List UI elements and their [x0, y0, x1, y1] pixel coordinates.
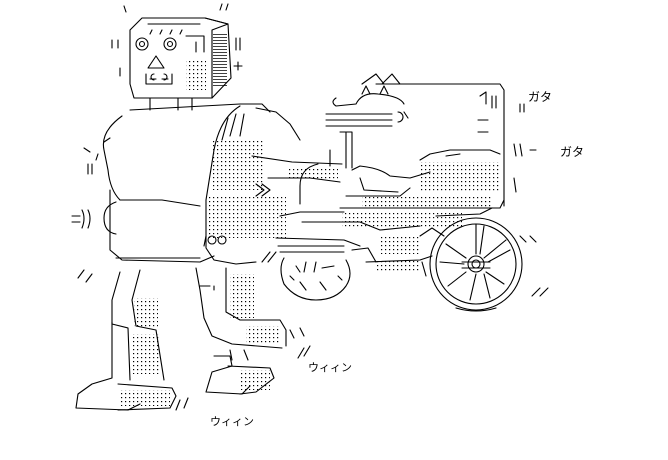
robot-head	[111, 3, 271, 113]
robot-nose	[147, 55, 165, 69]
locomotive	[275, 73, 537, 277]
train-face	[332, 93, 405, 107]
sound-effect-rattle: ガタ	[528, 90, 553, 104]
horse-body	[203, 105, 343, 265]
robot-mouth	[145, 73, 173, 85]
sound-effect-whir: ウィィン	[210, 415, 254, 428]
robot-eyes	[135, 37, 177, 51]
drive-wheel	[429, 217, 549, 312]
locomotive-wheels	[280, 217, 549, 312]
robot-legs	[75, 267, 311, 411]
sound-effect-rattle: ガタ	[560, 145, 585, 159]
sound-effect-whir: ウィィン	[308, 361, 352, 374]
robot-body	[71, 115, 215, 283]
front-wheel	[280, 257, 351, 301]
